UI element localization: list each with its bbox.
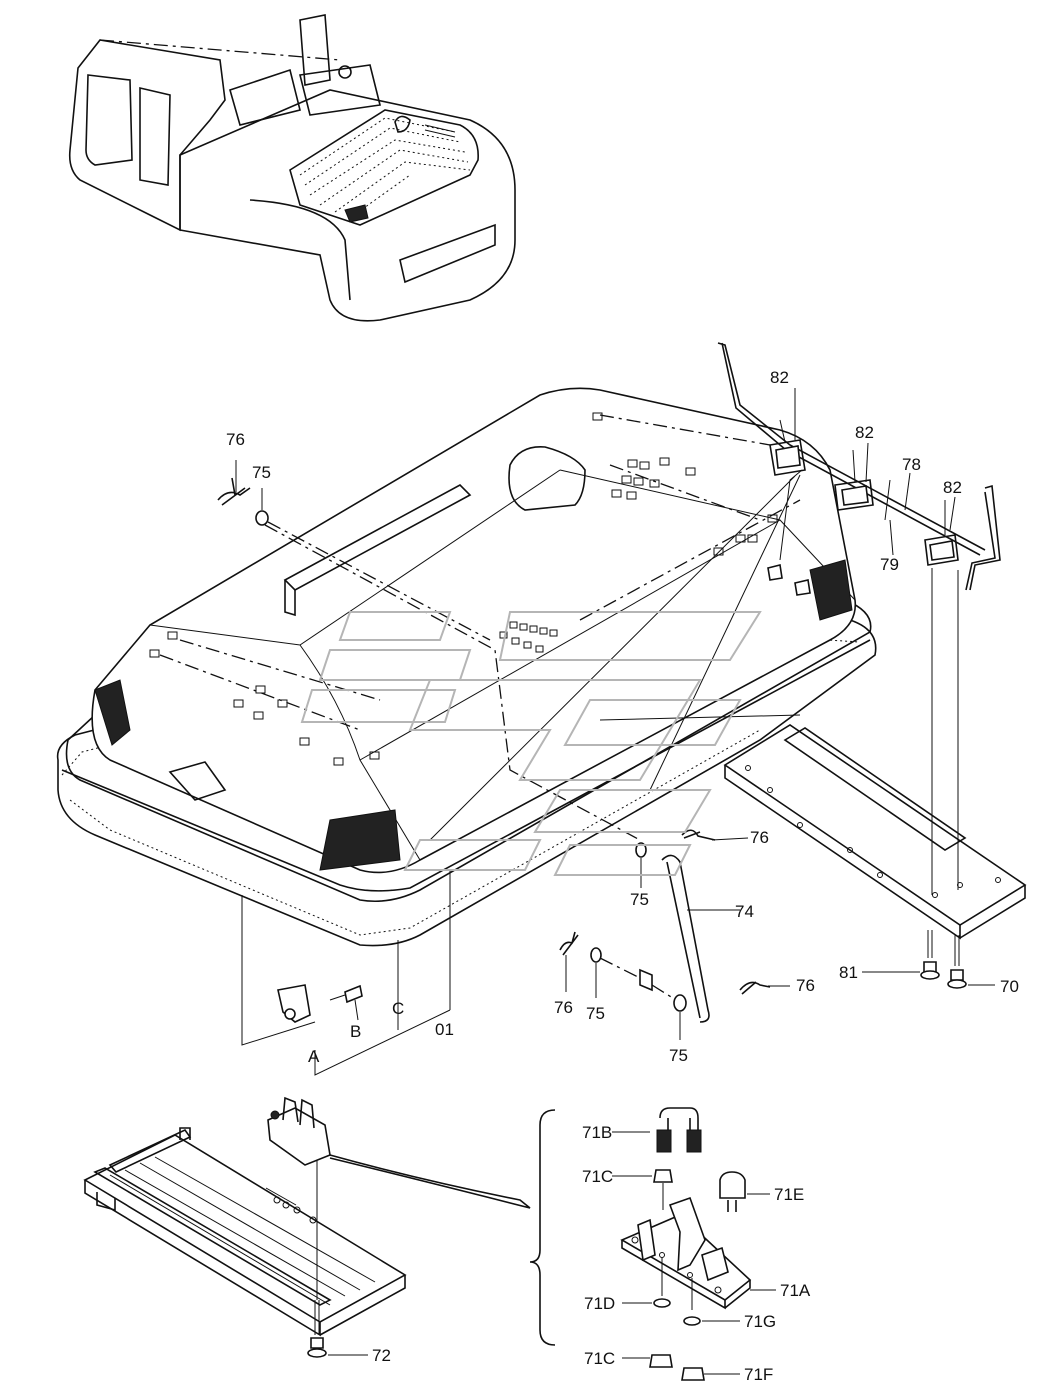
label-74: 74 <box>735 902 754 921</box>
label-82-c: 82 <box>943 478 962 497</box>
support-frame-left <box>83 1096 407 1358</box>
label-71E: 71E <box>774 1185 804 1204</box>
part-labels: 82 82 78 82 79 76 75 76 75 74 76 75 76 7… <box>226 368 1019 1384</box>
label-75-c: 75 <box>586 1004 605 1023</box>
label-71A: 71A <box>780 1281 811 1300</box>
label-76-c: 76 <box>554 998 573 1017</box>
label-71C-top: 71C <box>582 1167 613 1186</box>
stay-rod-assembly <box>559 829 790 1040</box>
support-plate-right <box>599 714 1027 989</box>
label-leaders <box>328 388 995 1375</box>
label-01: 01 <box>435 1020 454 1039</box>
engine-cover <box>56 387 877 947</box>
latch-leaders <box>241 870 451 1076</box>
label-71F: 71F <box>744 1365 773 1384</box>
label-A: A <box>308 1047 320 1066</box>
latch-detail <box>529 1107 752 1381</box>
label-C: C <box>392 999 404 1018</box>
label-72: 72 <box>372 1346 391 1365</box>
label-70: 70 <box>1000 977 1019 996</box>
label-75-d: 75 <box>669 1046 688 1065</box>
label-75-b: 75 <box>630 890 649 909</box>
detail-callout-leader <box>329 1154 531 1209</box>
label-82-a: 82 <box>770 368 789 387</box>
pin-washer-left <box>217 460 491 641</box>
label-71C-bottom: 71C <box>584 1349 615 1368</box>
label-71G: 71G <box>744 1312 776 1331</box>
label-75-a: 75 <box>252 463 271 482</box>
label-71B: 71B <box>582 1123 612 1142</box>
label-82-b: 82 <box>855 423 874 442</box>
label-79: 79 <box>880 555 899 574</box>
label-76-a: 76 <box>226 430 245 449</box>
label-81: 81 <box>839 963 858 982</box>
excavator-overview <box>68 14 516 322</box>
watermark-logo <box>300 611 762 876</box>
label-B: B <box>350 1022 361 1041</box>
label-76-b: 76 <box>750 828 769 847</box>
label-71D: 71D <box>584 1294 615 1313</box>
label-78: 78 <box>902 455 921 474</box>
label-76-d: 76 <box>796 976 815 995</box>
